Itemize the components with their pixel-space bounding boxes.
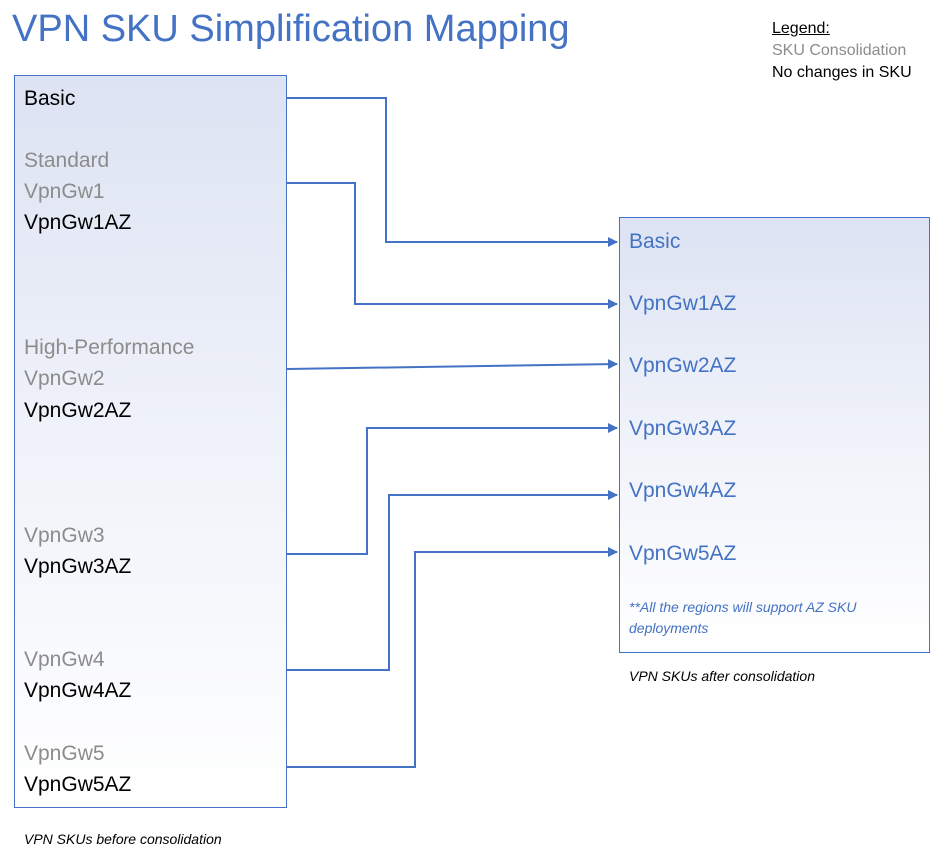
- connector-vpngw5az: [287, 547, 618, 768]
- after-sku-vpngw3az: VpnGw3AZ: [629, 417, 737, 440]
- before-sku-vpngw3: VpnGw3: [24, 524, 105, 547]
- connector-vpngw4az: [287, 490, 618, 671]
- before-caption: VPN SKUs before consolidation: [24, 831, 222, 847]
- after-caption: VPN SKUs after consolidation: [629, 668, 815, 684]
- legend-title: Legend:: [772, 20, 830, 37]
- connector-vpngw1az: [287, 182, 618, 309]
- before-sku-basic: Basic: [24, 87, 76, 110]
- after-skus-box: [619, 217, 930, 653]
- legend-no-change: No changes in SKU: [772, 64, 912, 81]
- before-sku-vpngw2az: VpnGw2AZ: [24, 399, 132, 422]
- page-title: VPN SKU Simplification Mapping: [12, 8, 570, 50]
- before-skus-box: [14, 75, 287, 808]
- before-sku-standard: Standard: [24, 149, 110, 172]
- before-sku-vpngw1: VpnGw1: [24, 180, 105, 203]
- after-sku-vpngw5az: VpnGw5AZ: [629, 542, 737, 565]
- connector-vpngw2az: [286, 359, 618, 370]
- before-sku-vpngw1az: VpnGw1AZ: [24, 211, 132, 234]
- connector-vpngw3az: [287, 423, 618, 555]
- before-sku-vpngw4az: VpnGw4AZ: [24, 679, 132, 702]
- after-sku-vpngw2az: VpnGw2AZ: [629, 354, 737, 377]
- connector-basic: [287, 97, 618, 247]
- before-sku-high-performance: High-Performance: [24, 336, 195, 359]
- before-sku-vpngw5: VpnGw5: [24, 742, 105, 765]
- before-sku-vpngw4: VpnGw4: [24, 648, 105, 671]
- after-sku-vpngw4az: VpnGw4AZ: [629, 479, 737, 502]
- legend-consolidation: SKU Consolidation: [772, 42, 907, 59]
- legend: Legend: SKU Consolidation No changes in …: [772, 18, 912, 84]
- az-support-note: **All the regions will support AZ SKU de…: [629, 599, 857, 636]
- after-sku-basic: Basic: [629, 230, 681, 253]
- before-sku-vpngw5az: VpnGw5AZ: [24, 773, 132, 796]
- before-sku-vpngw3az: VpnGw3AZ: [24, 555, 132, 578]
- after-sku-vpngw1az: VpnGw1AZ: [629, 292, 737, 315]
- before-sku-vpngw2: VpnGw2: [24, 367, 105, 390]
